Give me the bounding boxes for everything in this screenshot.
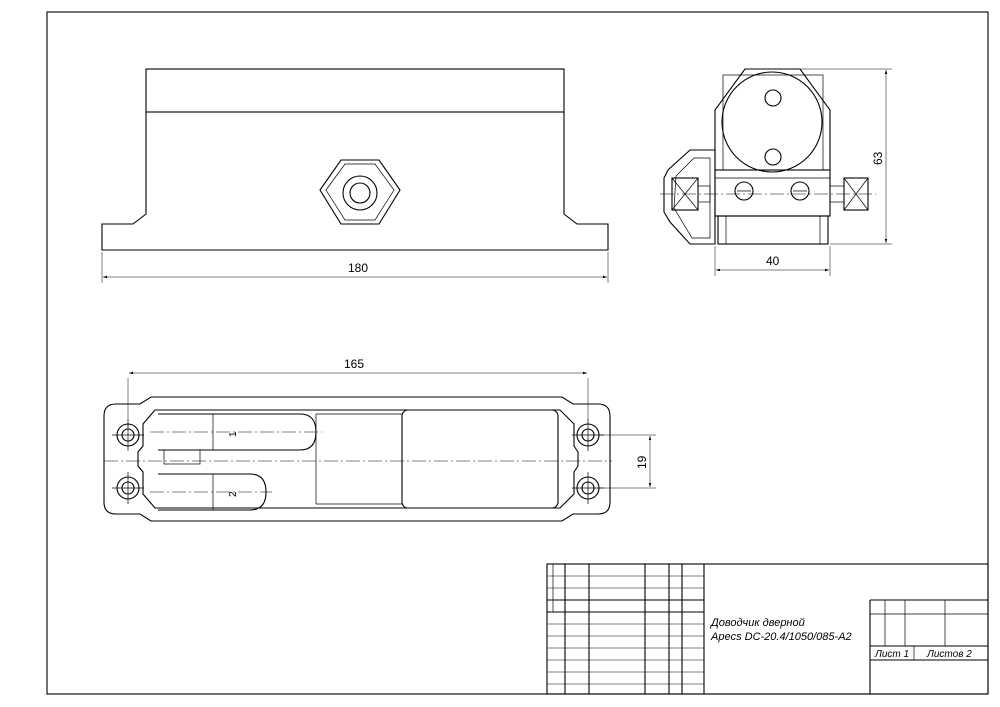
valve-label-2: 2 (228, 491, 239, 497)
front-view: 180 (101, 68, 609, 283)
drawing-frame (46, 11, 989, 695)
hex-nut-icon (319, 159, 401, 225)
title-block: Доводчик дверной Apecs DC-20.4/1050/085-… (546, 563, 989, 695)
sheets-count-label: Листов 2 (926, 649, 972, 660)
side-view: 63 40 (660, 68, 892, 276)
bottom-view: 1 2 165 19 (103, 357, 656, 522)
dim-width-40: 40 (766, 254, 780, 268)
left-end-cap (663, 149, 716, 245)
dim-length-180: 180 (348, 261, 368, 275)
mounting-hole-icon (112, 419, 604, 504)
dim-height-63: 63 (871, 151, 885, 165)
title-line-2: Apecs DC-20.4/1050/085-A2 (710, 631, 852, 643)
sheet-label: Лист 1 (874, 649, 909, 660)
title-line-1: Доводчик дверной (709, 617, 805, 629)
dim-spacing-19: 19 (635, 455, 649, 469)
valve-label-1: 1 (228, 431, 239, 437)
dim-length-165: 165 (344, 357, 364, 371)
